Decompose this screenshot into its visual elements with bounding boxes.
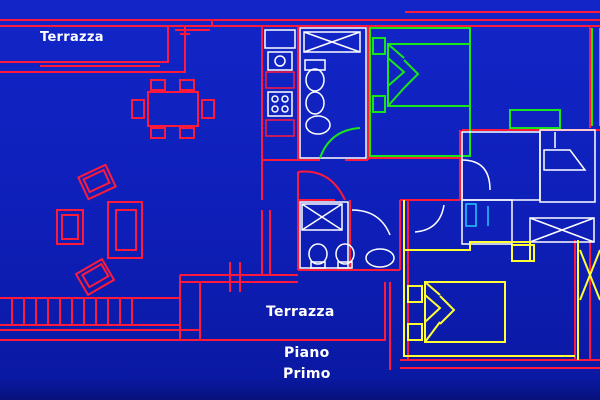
wall-tick-1: [229, 262, 241, 292]
bidet-icon-2: [335, 243, 355, 269]
kitchen: [264, 29, 296, 117]
wall-top-seg: [175, 29, 210, 35]
toilet-icon-2: [308, 243, 328, 269]
sink-icon-3: [365, 248, 395, 268]
bed-icon-2: [539, 129, 596, 203]
label-terrazza-bottom: Terrazza: [266, 304, 335, 320]
wall-tick-2: [261, 210, 271, 275]
terrace-bottom-wall: [199, 282, 386, 341]
toilet-icon: [304, 59, 326, 92]
bidet-icon: [305, 91, 325, 115]
wardrobe-green: [591, 28, 600, 126]
cyan-fixture: [465, 203, 489, 227]
nightstand-3: [407, 285, 423, 303]
bed-icon-3: [424, 281, 506, 343]
bedroom-green: [369, 27, 600, 157]
bathroom-2: [299, 201, 445, 269]
dining-table-icon: [131, 79, 215, 139]
kitchen-red-outline: [265, 71, 295, 137]
wall-right-room: [574, 240, 591, 360]
middle-room: [461, 129, 596, 245]
bed-icon: [387, 43, 471, 107]
door-swing-icon-5: [351, 209, 391, 236]
label-terrazza-top: Terrazza: [40, 30, 104, 45]
nightstand: [372, 37, 386, 55]
terrace-top-wall: [0, 26, 169, 63]
terrace-top-wall-2: [0, 26, 186, 73]
wardrobe: [529, 217, 595, 243]
wall-corridor-3: [297, 172, 335, 201]
shower-icon-2: [301, 203, 343, 231]
sink-icon: [267, 51, 293, 71]
shower-icon: [303, 31, 361, 53]
door-swing-icon-6: [414, 204, 445, 233]
bath2-room: [299, 201, 349, 269]
corridor-outline: [461, 131, 541, 201]
nightstand-4: [407, 323, 423, 341]
screen-vignette: [0, 378, 600, 400]
sofa-icon: [107, 201, 143, 259]
armchair-icon: [77, 163, 117, 201]
desk: [509, 109, 561, 129]
desk-2: [511, 244, 535, 262]
stair-icon: [0, 275, 181, 340]
sink-icon-2: [305, 115, 331, 135]
bedroom-yellow-room: [403, 200, 575, 357]
armchair-icon-2: [74, 257, 116, 297]
closet: [461, 199, 513, 245]
stove-icon: [267, 91, 293, 117]
right-room-yellow: [577, 240, 600, 360]
door-swing-icon: [297, 170, 346, 201]
counter: [264, 29, 296, 49]
door-swing-icon-4: [461, 159, 491, 200]
door-swing-icon-3: [319, 127, 361, 159]
bath1-room: [299, 27, 367, 159]
wardrobe-x: [529, 217, 595, 243]
coffee-table-icon: [56, 209, 84, 245]
label-piano: Piano: [284, 345, 330, 361]
living-furniture: [56, 79, 215, 297]
bedroom-yellow: [403, 200, 600, 360]
nightstand-2: [372, 95, 386, 113]
bathroom-1: [299, 27, 367, 159]
